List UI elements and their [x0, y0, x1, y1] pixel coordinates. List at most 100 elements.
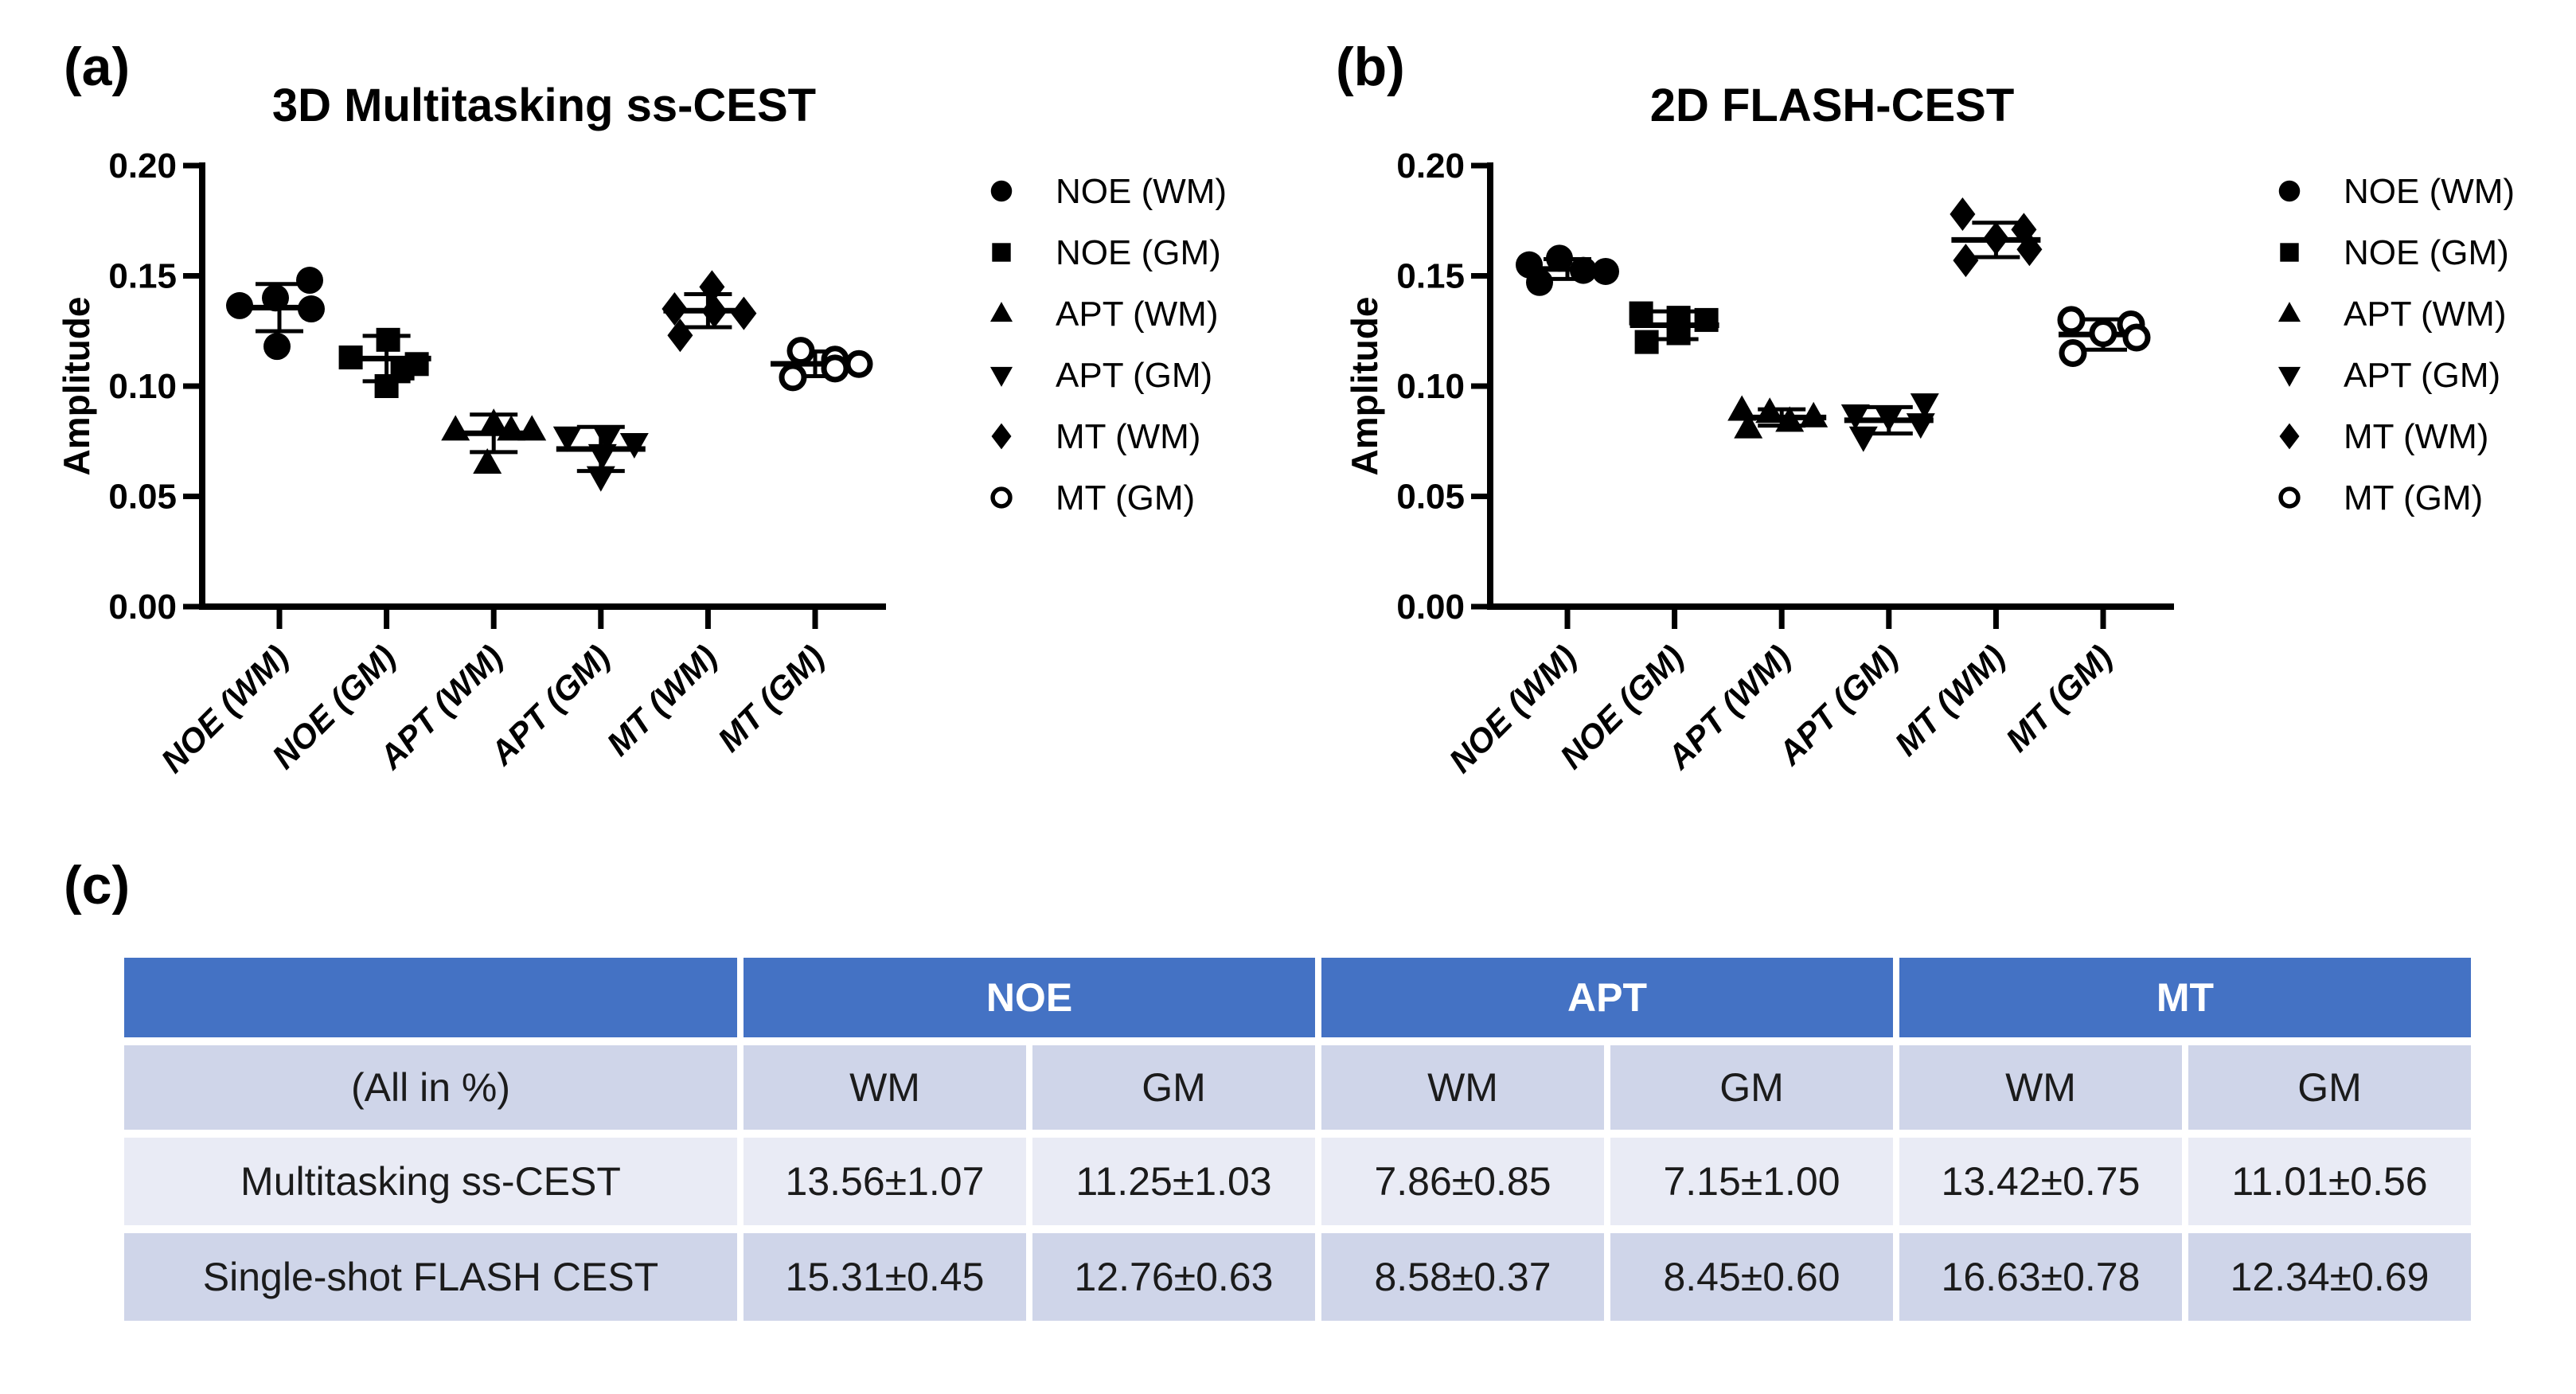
open-circle-marker — [821, 354, 849, 383]
table-subheader-cell: WM — [1321, 1045, 1604, 1130]
square-marker — [374, 374, 399, 398]
triangle-up-marker — [1775, 406, 1805, 432]
y-tick-label: 0.05 — [108, 478, 177, 517]
table-subheader-cell: GM — [2188, 1045, 2471, 1130]
scatter-group — [1840, 393, 1939, 452]
square-legend-icon — [992, 243, 1011, 262]
circle-legend-icon — [2278, 180, 2301, 202]
chart-panel-a: 3D Multitasking ss-CESTAmplitude0.000.05… — [56, 80, 1227, 780]
circle-marker — [296, 267, 323, 295]
y-tick-label: 0.20 — [1396, 146, 1465, 185]
open-circle-marker — [2059, 338, 2087, 367]
square-marker — [1666, 321, 1691, 346]
table-cell: 8.58±0.37 — [1321, 1233, 1604, 1321]
table-cell: 12.76±0.63 — [1032, 1233, 1315, 1321]
legend-item: APT (GM) — [989, 356, 1212, 395]
square-marker — [1634, 330, 1659, 354]
open-circle-legend-icon — [2278, 486, 2301, 509]
table-units-label: (All in %) — [124, 1045, 737, 1130]
open-circle-marker — [2057, 306, 2086, 334]
diamond-marker — [2016, 232, 2043, 267]
table-subheader-cell: WM — [744, 1045, 1026, 1130]
circle-marker — [263, 333, 291, 361]
legend-item: APT (WM) — [2277, 295, 2507, 334]
panel-b-label: (b) — [1336, 37, 1405, 97]
scatter-group — [226, 267, 325, 361]
triangle-down-legend-icon — [989, 366, 1013, 387]
scatter-group — [1516, 244, 1619, 296]
legend-label: NOE (WM) — [1056, 172, 1227, 211]
x-category-label: MT (WM) — [1887, 638, 2012, 763]
legend-label: APT (WM) — [2344, 295, 2507, 334]
legend-item: APT (GM) — [2277, 356, 2500, 395]
scatter-group — [441, 408, 547, 474]
table-header-row: NOE APT MT — [124, 958, 2471, 1037]
triangle-down-marker — [1910, 393, 1939, 420]
table-cell: 12.34±0.69 — [2188, 1233, 2471, 1321]
triangle-up-marker — [1799, 401, 1829, 428]
diamond-marker — [731, 296, 757, 330]
y-tick-label: 0.15 — [108, 257, 177, 296]
legend-label: MT (GM) — [2344, 478, 2483, 517]
y-tick-label: 0.05 — [1396, 478, 1465, 517]
triangle-up-marker — [1727, 395, 1757, 421]
triangle-down-legend-icon — [2277, 366, 2301, 387]
triangle-up-legend-icon — [2277, 302, 2301, 322]
scatter-group — [662, 270, 757, 353]
table-subheader-row: (All in %) WM GM WM GM WM GM — [124, 1045, 2471, 1130]
table-cell: 15.31±0.45 — [744, 1233, 1026, 1321]
triangle-down-marker — [1906, 413, 1935, 439]
circle-marker — [1592, 257, 1619, 285]
circle-marker — [226, 291, 253, 319]
square-marker — [338, 345, 363, 369]
chart-title: 2D FLASH-CEST — [1650, 80, 2015, 131]
table-cell: 7.86±0.85 — [1321, 1138, 1604, 1225]
table-cell: 16.63±0.78 — [1899, 1233, 2182, 1321]
table-group-header-noe: NOE — [744, 958, 1315, 1037]
panel-a-label: (a) — [64, 37, 131, 97]
legend-label: APT (GM) — [2344, 356, 2500, 395]
table-corner-cell — [124, 958, 737, 1037]
legend-item: NOE (WM) — [2278, 172, 2515, 211]
legend-label: NOE (GM) — [1056, 233, 1221, 272]
table-subheader-cell: WM — [1899, 1045, 2182, 1130]
y-axis-label: Amplitude — [56, 297, 97, 476]
open-circle-legend-icon — [990, 486, 1013, 509]
legend-item: APT (WM) — [989, 295, 1219, 334]
diamond-legend-icon — [2279, 423, 2300, 450]
triangle-down-marker — [587, 443, 617, 470]
diamond-marker — [1953, 244, 1979, 278]
legend-item: NOE (GM) — [992, 233, 1221, 272]
legend-label: MT (GM) — [1056, 478, 1195, 517]
scatter-group — [552, 424, 649, 492]
table-row-singleshot: Single-shot FLASH CEST 15.31±0.45 12.76±… — [124, 1233, 2471, 1321]
square-marker — [1694, 307, 1719, 332]
results-table: NOE APT MT (All in %) WM GM WM GM WM GM … — [118, 950, 2477, 1329]
triangle-down-marker — [1848, 426, 1878, 452]
triangle-down-marker — [586, 466, 615, 492]
square-legend-icon — [2280, 243, 2299, 262]
table-group-header-apt: APT — [1321, 958, 1893, 1037]
triangle-up-legend-icon — [989, 302, 1013, 322]
circle-legend-icon — [990, 180, 1013, 202]
circle-marker — [1526, 268, 1553, 296]
open-circle-marker — [786, 337, 815, 365]
legend-item: MT (GM) — [990, 478, 1195, 517]
open-circle-marker — [845, 349, 873, 378]
square-marker — [1629, 301, 1653, 326]
triangle-down-marker — [619, 433, 649, 459]
table-group-header-mt: MT — [1899, 958, 2471, 1037]
open-circle-marker — [2089, 319, 2117, 348]
table-cell: 11.25±1.03 — [1032, 1138, 1315, 1225]
scatter-group — [1727, 395, 1829, 439]
triangle-up-marker — [473, 447, 502, 474]
circle-marker — [1570, 256, 1597, 284]
y-tick-label: 0.00 — [108, 588, 177, 627]
diamond-marker — [1983, 221, 2009, 256]
row-label: Multitasking ss-CEST — [124, 1138, 737, 1225]
table-cell: 7.15±1.00 — [1610, 1138, 1893, 1225]
diamond-marker — [1950, 197, 1976, 231]
legend-item: MT (WM) — [991, 417, 1200, 456]
legend-label: APT (GM) — [1056, 356, 1212, 395]
x-category-label: MT (GM) — [1998, 638, 2119, 759]
